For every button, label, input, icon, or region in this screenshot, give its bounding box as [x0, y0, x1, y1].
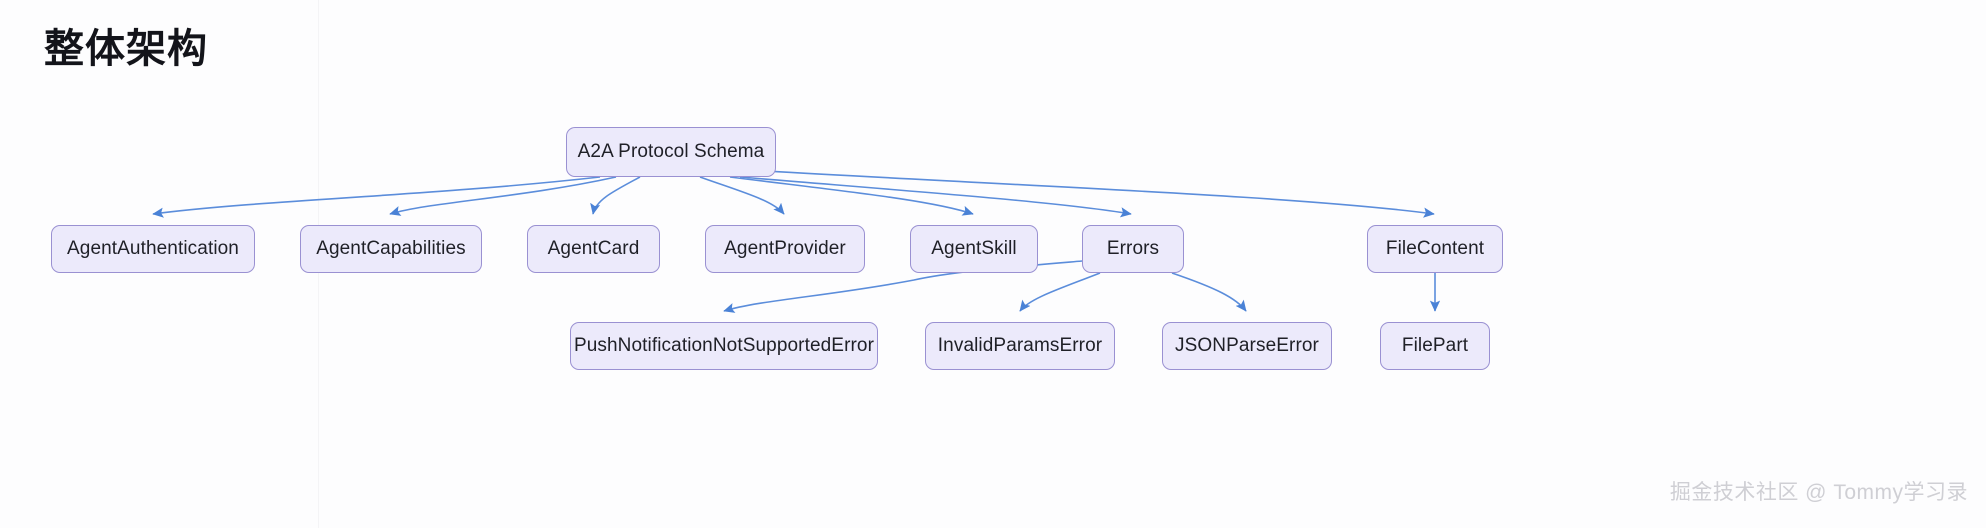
node-label: Errors — [1106, 238, 1160, 259]
node-label: PushNotificationNotSupportedError — [573, 335, 875, 356]
edge-errors-to-invalid — [1019, 272, 1101, 312]
node-filepart[interactable]: FilePart — [1380, 322, 1490, 370]
node-label: FileContent — [1385, 238, 1485, 259]
edge-root-to-caps — [389, 176, 617, 216]
edge-root-to-provider — [699, 176, 785, 215]
node-label: AgentSkill — [931, 238, 1017, 259]
edge-root-to-skill — [729, 176, 974, 216]
node-errors[interactable]: Errors — [1082, 225, 1184, 273]
node-label: A2A Protocol Schema — [577, 141, 765, 162]
node-label: JSONParseError — [1175, 335, 1319, 356]
node-pushnotif[interactable]: PushNotificationNotSupportedError — [570, 322, 878, 370]
edge-root-to-filecont — [747, 169, 1435, 218]
node-skill[interactable]: AgentSkill — [910, 225, 1038, 273]
node-root[interactable]: A2A Protocol Schema — [566, 127, 776, 177]
edge-root-to-errors — [739, 176, 1132, 218]
node-label: AgentCapabilities — [316, 238, 466, 259]
node-auth[interactable]: AgentAuthentication — [51, 225, 255, 273]
node-provider[interactable]: AgentProvider — [705, 225, 865, 273]
node-label: AgentAuthentication — [67, 238, 239, 259]
node-caps[interactable]: AgentCapabilities — [300, 225, 482, 273]
node-label: AgentCard — [547, 238, 640, 259]
edge-root-to-card — [590, 176, 641, 215]
node-label: AgentProvider — [724, 238, 846, 259]
edge-errors-to-jsonparse — [1171, 272, 1247, 312]
node-card[interactable]: AgentCard — [527, 225, 660, 273]
node-label: InvalidParamsError — [937, 335, 1103, 356]
node-invalid[interactable]: InvalidParamsError — [925, 322, 1115, 370]
watermark: 掘金技术社区 @ Tommy学习录 — [1669, 481, 1968, 504]
edge-root-to-auth — [152, 176, 601, 218]
node-jsonparse[interactable]: JSONParseError — [1162, 322, 1332, 370]
page-title: 整体架构 — [44, 27, 208, 71]
node-label: FilePart — [1401, 335, 1469, 356]
node-filecont[interactable]: FileContent — [1367, 225, 1503, 273]
